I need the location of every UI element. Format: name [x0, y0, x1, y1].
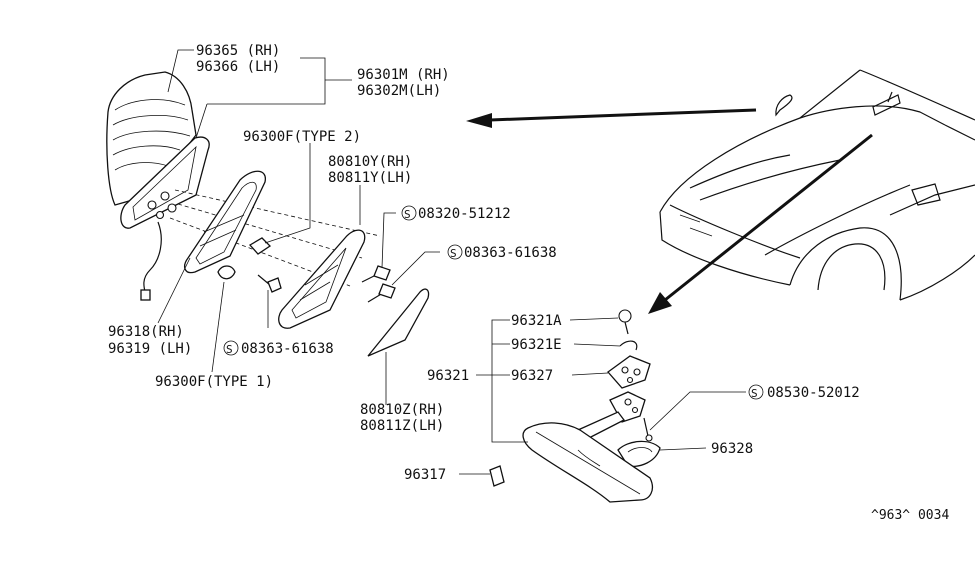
label-08363-upper: 08363-61638	[464, 245, 557, 261]
label-96321e: 96321E	[511, 337, 562, 353]
label-80810z: 80810Z(RH)	[360, 402, 444, 418]
leader-lines	[157, 49, 746, 475]
label-80811y: 80811Y(LH)	[328, 170, 412, 186]
label-96317: 96317	[404, 467, 446, 483]
label-08363-lower: 08363-61638	[241, 341, 334, 357]
circled-s-icon	[447, 244, 463, 260]
screw-symbol-text: S	[404, 208, 411, 221]
label-96321a: 96321A	[511, 313, 562, 329]
down-arrowhead-icon	[648, 292, 672, 314]
label-96366: 96366 (LH)	[196, 59, 280, 75]
diagram-code: ^963^ 0034	[871, 508, 949, 523]
screw-symbol-text: S	[450, 247, 457, 260]
label-08530: 08530-52012	[767, 385, 860, 401]
callout-arrows	[466, 108, 873, 314]
label-80811z: 80811Z(LH)	[360, 418, 444, 434]
circled-s-icon	[748, 384, 764, 400]
label-80810y: 80810Y(RH)	[328, 154, 412, 170]
screw-symbols: S S S S	[223, 205, 764, 400]
label-96319: 96319 (LH)	[108, 341, 192, 357]
label-96300f-type1: 96300F(TYPE 1)	[155, 374, 273, 390]
label-96301m: 96301M (RH)	[357, 67, 450, 83]
label-96300f-type2: 96300F(TYPE 2)	[243, 129, 361, 145]
inside-mirror-assembly	[489, 309, 661, 503]
part-labels: 96365 (RH) 96366 (LH) 96301M (RH) 96302M…	[108, 43, 949, 523]
circled-s-icon	[223, 340, 239, 356]
label-96302m: 96302M(LH)	[357, 83, 441, 99]
left-arrowhead-icon	[466, 113, 492, 128]
label-96328: 96328	[711, 441, 753, 457]
label-96327: 96327	[511, 368, 553, 384]
label-08320: 08320-51212	[418, 206, 511, 222]
label-96365: 96365 (RH)	[196, 43, 280, 59]
outside-mirror-assembly	[106, 71, 430, 357]
label-96318: 96318(RH)	[108, 324, 184, 340]
screw-symbol-text: S	[226, 343, 233, 356]
screw-symbol-text: S	[751, 387, 758, 400]
label-96321: 96321	[427, 368, 469, 384]
circled-s-icon	[401, 205, 417, 221]
